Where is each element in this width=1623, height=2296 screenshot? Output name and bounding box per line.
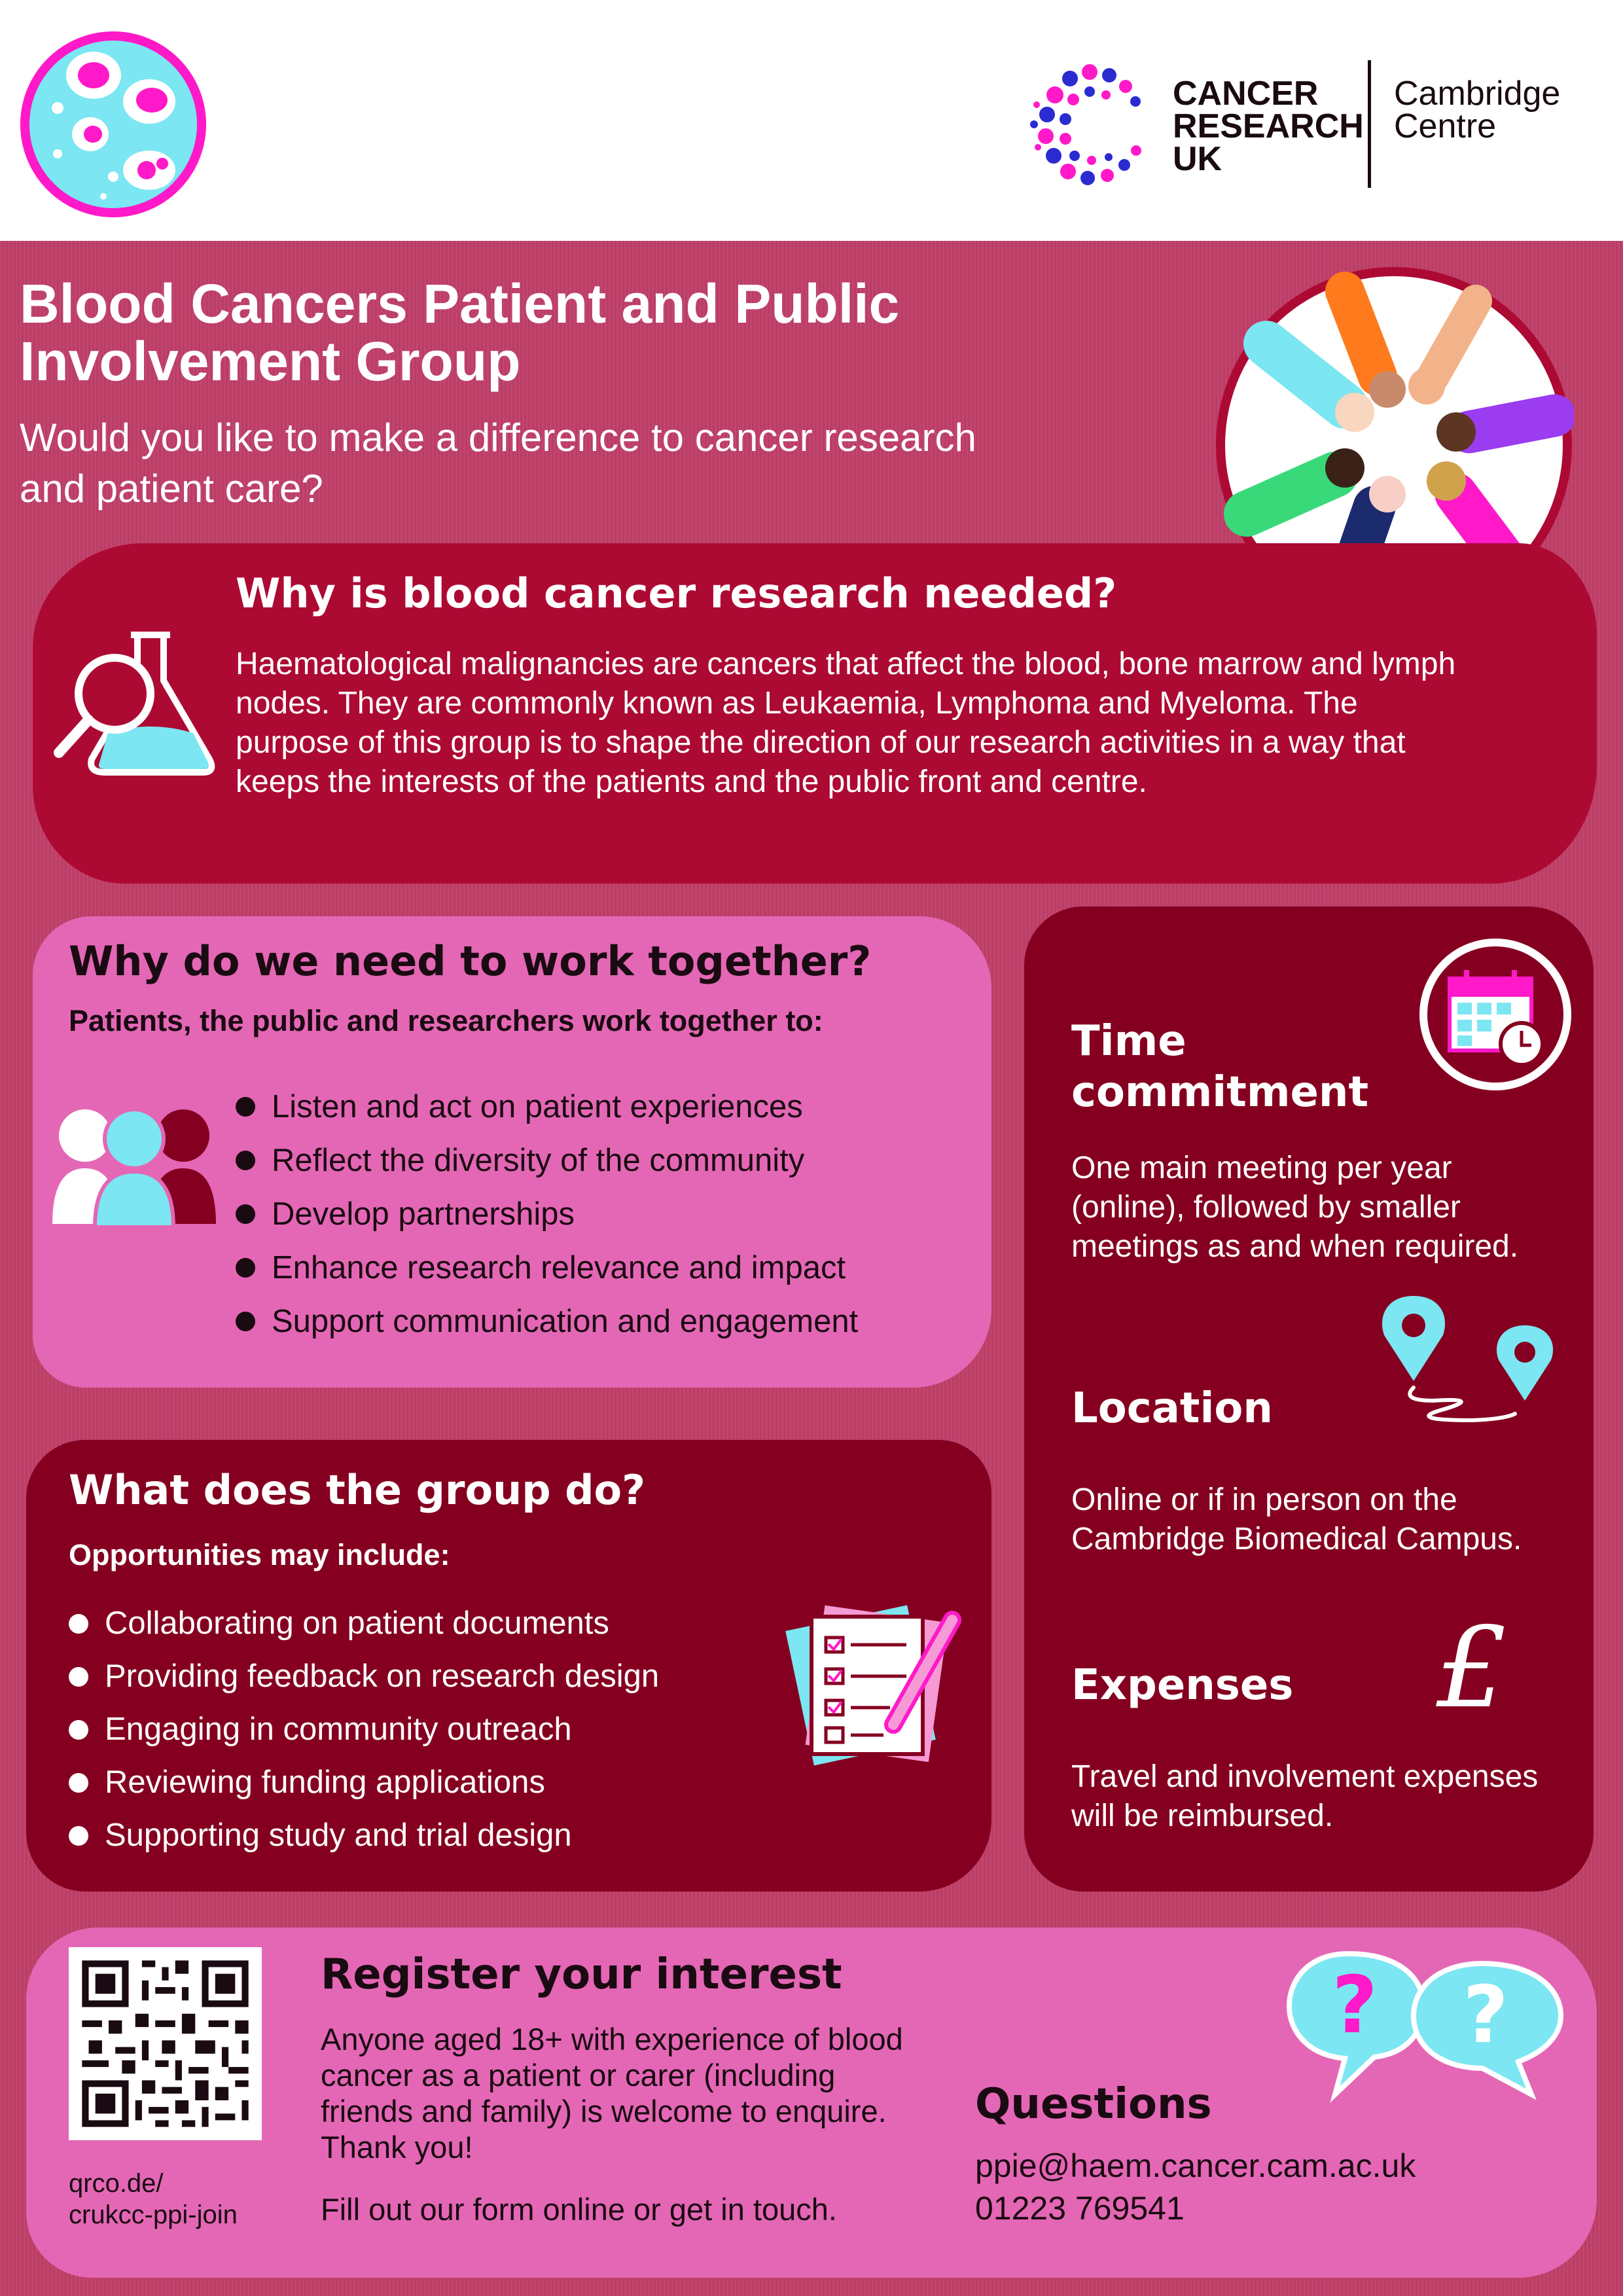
contact-email-link[interactable]: ppie@haem.cancer.cam.ac.uk bbox=[975, 2147, 1416, 2184]
logo-line: RESEARCH bbox=[1173, 107, 1364, 145]
people-group-icon bbox=[52, 1107, 216, 1229]
cruk-logo-icon bbox=[1030, 64, 1141, 185]
centre-line: Centre bbox=[1394, 107, 1497, 145]
group-list: Collaborating on patient documents Provi… bbox=[69, 1597, 659, 1862]
question-mark: ? bbox=[1463, 1970, 1508, 2061]
question-bubbles-icon: ? ? bbox=[1286, 1950, 1564, 2103]
pound-sign-icon: £ bbox=[1436, 1604, 1508, 1733]
location-heading: Location bbox=[1071, 1384, 1273, 1433]
checklist-icon bbox=[785, 1605, 961, 1766]
location-pin-icon bbox=[1382, 1296, 1554, 1423]
details-panel bbox=[1024, 906, 1594, 1892]
list-item: Providing feedback on research design bbox=[69, 1650, 659, 1703]
list-item: Collaborating on patient documents bbox=[69, 1597, 659, 1650]
list-item: Support communication and engagement bbox=[236, 1295, 858, 1348]
time-heading-line: commitment bbox=[1071, 1068, 1369, 1117]
why-heading: Why is blood cancer research needed? bbox=[236, 569, 1117, 617]
qr-url-line: crukcc-ppi-join bbox=[69, 2200, 238, 2229]
group-heading: What does the group do? bbox=[69, 1466, 646, 1514]
why-body: Haematological malignancies are cancers … bbox=[236, 647, 1456, 799]
list-item: Supporting study and trial design bbox=[69, 1809, 659, 1862]
expenses-body: Travel and involvement expenses will be … bbox=[1071, 1759, 1539, 1833]
time-heading-line: Time bbox=[1071, 1017, 1186, 1066]
logo-line: UK bbox=[1173, 140, 1222, 178]
list-item: Enhance research relevance and impact bbox=[236, 1241, 858, 1295]
questions-heading: Questions bbox=[975, 2080, 1212, 2128]
list-item: Reviewing funding applications bbox=[69, 1756, 659, 1809]
expenses-heading: Expenses bbox=[1071, 1661, 1294, 1710]
question-mark: ? bbox=[1332, 1960, 1378, 2051]
centre-line: Cambridge bbox=[1394, 75, 1561, 113]
qr-url-line: qrco.de/ bbox=[69, 2169, 164, 2198]
together-heading: Why do we need to work together? bbox=[69, 937, 872, 985]
why-research-panel bbox=[33, 543, 1597, 884]
calendar-clock-icon bbox=[1419, 939, 1571, 1090]
centre-text: Cambridge Centre bbox=[1394, 77, 1560, 143]
petri-dish-icon bbox=[20, 31, 206, 217]
logo-text: CANCER RESEARCH UK bbox=[1173, 75, 1364, 178]
list-item: Reflect the diversity of the community bbox=[236, 1134, 858, 1187]
time-body: One main meeting per year (online), foll… bbox=[1071, 1151, 1519, 1264]
list-item: Engaging in community outreach bbox=[69, 1703, 659, 1756]
page-subtitle: Would you like to make a difference to c… bbox=[20, 416, 976, 511]
logo-divider bbox=[1368, 60, 1371, 188]
register-form-text: Fill out our form online or get in touch… bbox=[321, 2192, 837, 2227]
register-heading: Register your interest bbox=[321, 1950, 842, 1999]
page-title: Blood Cancers Patient and Public Involve… bbox=[20, 273, 900, 392]
qr-code-icon[interactable] bbox=[69, 1947, 262, 2140]
header bbox=[0, 0, 1623, 241]
location-body: Online or if in person on the Cambridge … bbox=[1071, 1482, 1522, 1556]
group-subheading: Opportunities may include: bbox=[69, 1538, 450, 1571]
contact-phone-link[interactable]: 01223 769541 bbox=[975, 2190, 1185, 2227]
list-item: Develop partnerships bbox=[236, 1187, 858, 1241]
together-list: Listen and act on patient experiences Re… bbox=[236, 1080, 858, 1348]
research-flask-icon bbox=[54, 632, 215, 776]
list-item: Listen and act on patient experiences bbox=[236, 1080, 858, 1134]
register-body: Anyone aged 18+ with experience of blood… bbox=[321, 2022, 903, 2164]
logo-line: CANCER bbox=[1173, 75, 1319, 113]
time-heading: Time commitment bbox=[1071, 1016, 1368, 1118]
qr-url[interactable]: qrco.de/ crukcc-ppi-join bbox=[69, 2168, 238, 2231]
together-subheading: Patients, the public and researchers wor… bbox=[69, 1004, 823, 1037]
